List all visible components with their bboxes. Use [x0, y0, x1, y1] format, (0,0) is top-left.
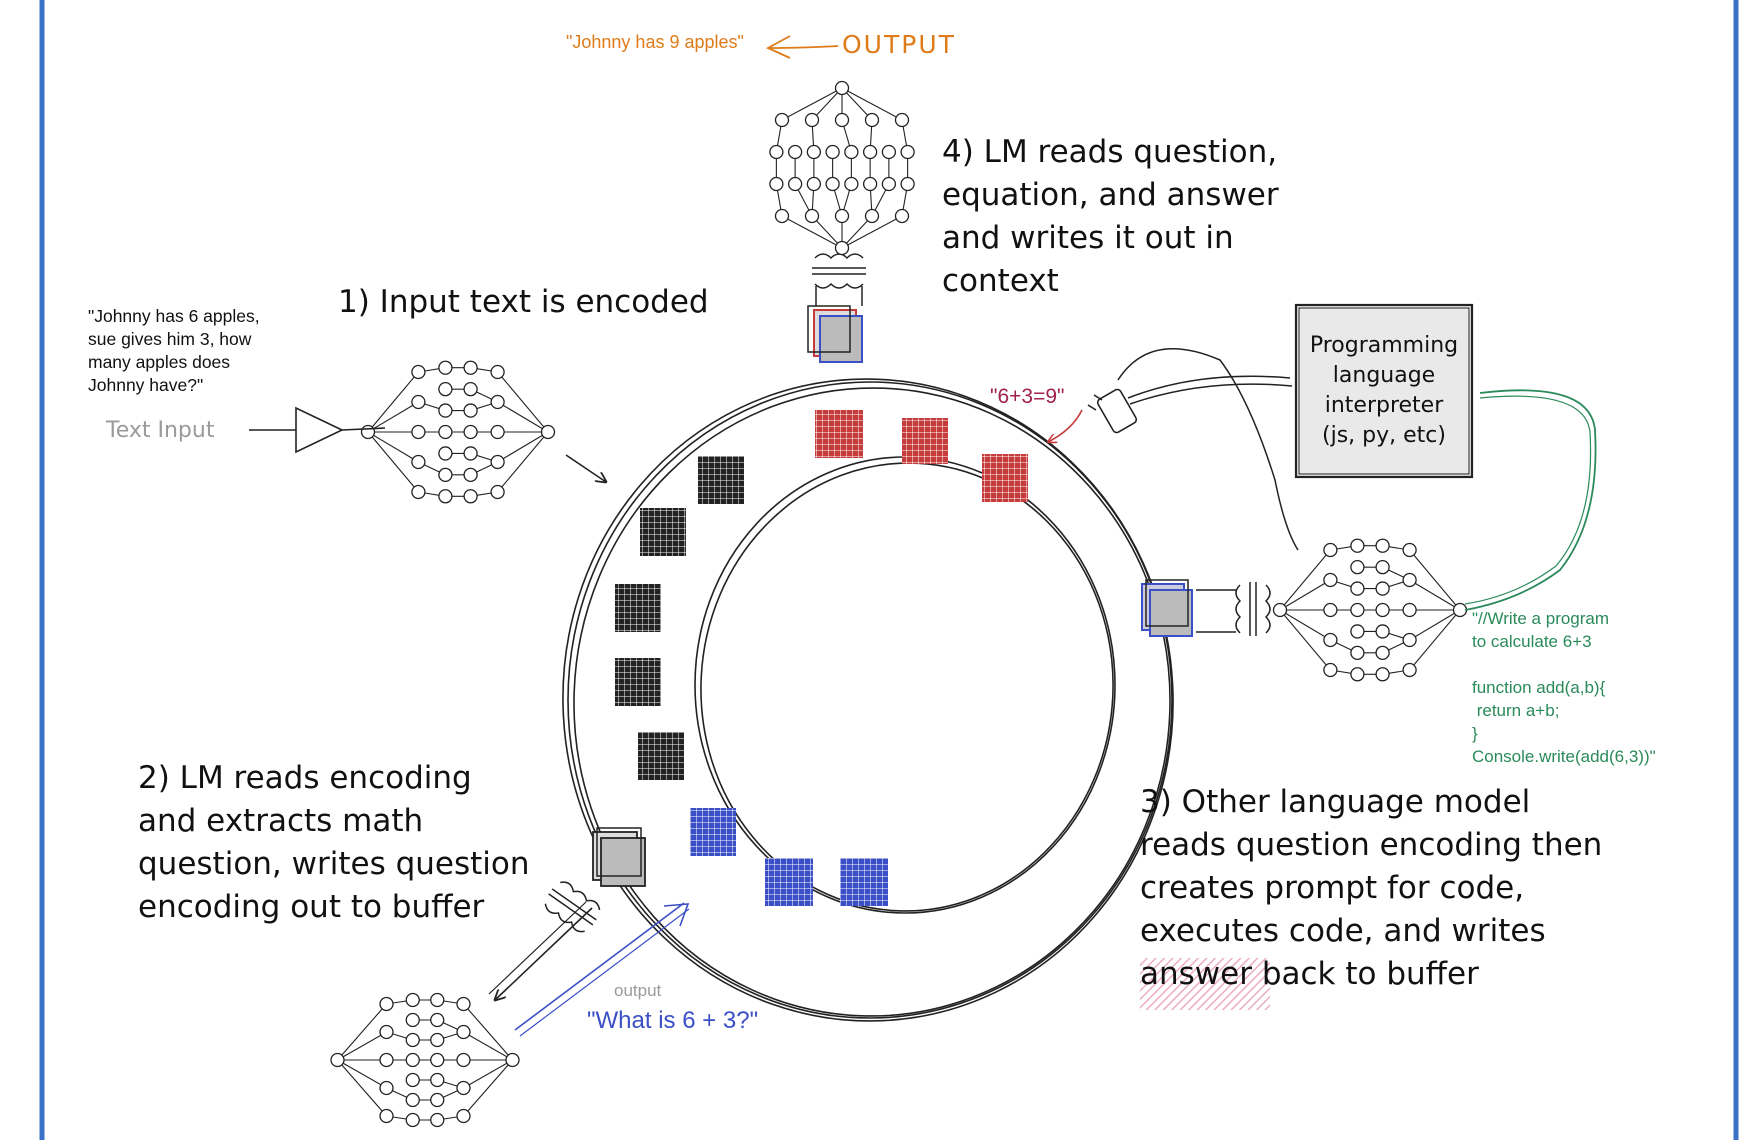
question-caption: output — [614, 981, 662, 1000]
svg-text:"Johnny has 6 apples,: "Johnny has 6 apples, — [88, 306, 260, 326]
neural-network-icon — [330, 992, 520, 1128]
svg-text:creates prompt for code,: creates prompt for code, — [1140, 870, 1524, 906]
svg-text:}: } — [1472, 724, 1478, 743]
interpreter-box — [1294, 303, 1474, 479]
output-text: "Johnny has 9 apples" — [566, 32, 744, 52]
transformer-icon — [812, 253, 866, 306]
neural-network-icon — [1272, 538, 1468, 682]
step3-answer-word: answer — [1140, 956, 1252, 992]
text-input-label: Text Input — [105, 418, 215, 443]
neural-network-icon — [769, 80, 915, 256]
amplifier-icon — [249, 406, 386, 454]
buffer-block-black-5 — [638, 732, 684, 780]
step3-tail: back to buffer — [1252, 956, 1479, 992]
buffer-block-black-1 — [698, 456, 744, 504]
arrow-question-output-double — [519, 908, 690, 1037]
svg-text:3) Other language model: 3) Other language model — [1140, 784, 1530, 820]
head-right — [1141, 579, 1193, 637]
svg-text:and writes it out in: and writes it out in — [942, 220, 1234, 256]
arrow-output — [769, 45, 839, 49]
plug-icon — [1087, 388, 1138, 434]
buffer-block-red-3 — [982, 454, 1028, 502]
cable-plug-to-interpreter — [1127, 375, 1291, 399]
arrow-question-output — [514, 902, 685, 1031]
buffer-block-black-2 — [640, 508, 686, 556]
svg-text:equation, and answer: equation, and answer — [942, 177, 1279, 213]
cable-interpreter-to-code — [1464, 389, 1597, 611]
head-left — [592, 827, 646, 887]
head-top — [807, 305, 863, 363]
svg-text:to calculate 6+3: to calculate 6+3 — [1472, 632, 1592, 651]
arrow-question-output-head — [663, 903, 690, 927]
svg-text:many apples does: many apples does — [88, 352, 230, 372]
step3-text: 3) Other language model reads question e… — [1140, 784, 1602, 992]
output-label: OUTPUT — [842, 30, 956, 59]
input-text: "Johnny has 6 apples, sue gives him 3, h… — [88, 306, 260, 395]
step1-text: 1) Input text is encoded — [338, 284, 709, 320]
svg-text:reads question encoding then: reads question encoding then — [1140, 827, 1602, 863]
question-text: "What is 6 + 3?" — [587, 1007, 758, 1034]
svg-text:2) LM reads encoding: 2) LM reads encoding — [138, 760, 472, 796]
svg-text:answer back to buffer: answer back to buffer — [1140, 956, 1479, 992]
svg-text:(js, py, etc): (js, py, etc) — [1322, 423, 1446, 448]
code-text: "//Write a program to calculate 6+3 func… — [1472, 609, 1656, 766]
buffer-block-black-4 — [615, 658, 661, 706]
svg-text:function add(a,b){: function add(a,b){ — [1472, 678, 1606, 697]
svg-text:question, writes question: question, writes question — [138, 846, 530, 882]
svg-text:Programming: Programming — [1310, 333, 1458, 358]
svg-text:interpreter: interpreter — [1325, 393, 1444, 418]
svg-text:and extracts math: and extracts math — [138, 803, 423, 839]
arrow-to-bottom-lm-double — [488, 901, 587, 995]
buffer-block-blue-1 — [690, 808, 736, 856]
ring-buffer — [562, 378, 1174, 1022]
neural-network-icon — [360, 360, 556, 504]
buffer-block-red-2 — [902, 418, 948, 464]
buffer-block-blue-2 — [765, 858, 813, 906]
transformer-icon — [1196, 582, 1271, 636]
svg-text:Console.write(add(6,3))": Console.write(add(6,3))" — [1472, 747, 1656, 766]
arrow-to-bottom-lm — [495, 907, 593, 1000]
svg-text:executes code, and writes: executes code, and writes — [1140, 913, 1546, 949]
svg-text:sue gives him 3, how: sue gives him 3, how — [88, 329, 252, 349]
arrow-equation — [1048, 409, 1083, 442]
buffer-block-black-3 — [615, 584, 661, 632]
svg-text:encoding out to buffer: encoding out to buffer — [138, 889, 485, 925]
step2-text: 2) LM reads encoding and extracts math q… — [138, 760, 530, 925]
svg-text:4) LM reads question,: 4) LM reads question, — [942, 134, 1277, 170]
svg-text:return a+b;: return a+b; — [1472, 701, 1559, 720]
step4-text: 4) LM reads question, equation, and answ… — [942, 134, 1279, 299]
svg-text:"//Write a program: "//Write a program — [1472, 609, 1609, 628]
buffer-block-blue-3 — [840, 858, 888, 906]
arrow-output-head — [765, 35, 791, 59]
svg-text:Johnny have?": Johnny have?" — [88, 375, 203, 395]
svg-text:language: language — [1333, 363, 1435, 388]
svg-text:context: context — [942, 263, 1059, 299]
cable-interpreter-to-code-2 — [1464, 395, 1592, 605]
cable-plug-to-interpreter-2 — [1129, 383, 1293, 405]
arrow-encode — [565, 454, 606, 482]
buffer-block-red-1 — [815, 410, 863, 458]
cable-interpreter-to-lm — [1117, 348, 1299, 551]
equation-text: "6+3=9" — [990, 385, 1064, 408]
interpreter-label: Programming language interpreter (js, py… — [1310, 333, 1458, 448]
transformer-icon — [544, 881, 601, 933]
answer-highlight — [1140, 958, 1270, 1010]
